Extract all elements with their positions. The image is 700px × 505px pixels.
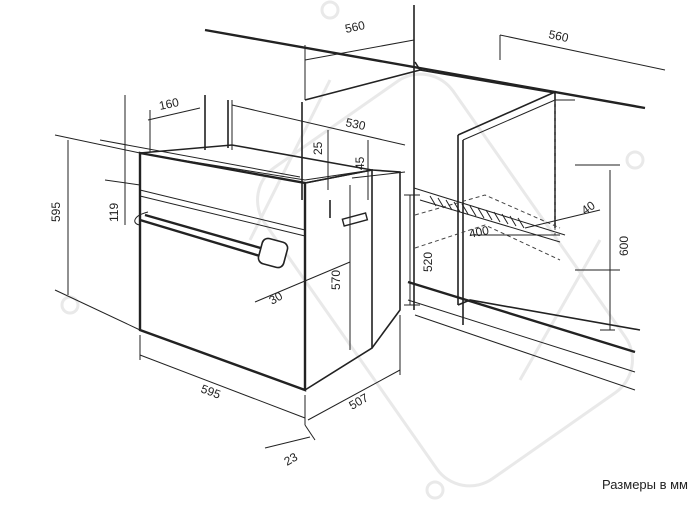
dim-45: 45	[353, 156, 367, 170]
dim-30: 30	[267, 289, 286, 308]
dim-25: 25	[311, 141, 325, 155]
watermark	[60, 0, 645, 500]
units-note: Размеры в мм	[601, 477, 688, 492]
dim-160: 160	[158, 95, 181, 113]
dim-595-height: 595	[49, 202, 63, 222]
dim-595-width: 595	[199, 382, 223, 402]
dim-570: 570	[329, 270, 343, 290]
niche-cabinet	[204, 5, 666, 391]
dim-119: 119	[107, 203, 121, 222]
dim-600: 600	[617, 236, 631, 256]
oven-body	[134, 95, 401, 392]
dimension-labels: 560 560 160 530 25 45 119 595 595 507 23…	[49, 18, 631, 469]
dim-507: 507	[347, 390, 372, 412]
dim-520: 520	[421, 252, 435, 272]
vent-grille	[429, 195, 525, 229]
left-dimension-lines	[54, 39, 415, 449]
dim-530: 530	[344, 115, 367, 133]
dim-400: 400	[468, 223, 491, 241]
dim-560-top: 560	[344, 18, 367, 36]
dim-23: 23	[282, 450, 301, 469]
dim-560-right: 560	[547, 27, 570, 45]
